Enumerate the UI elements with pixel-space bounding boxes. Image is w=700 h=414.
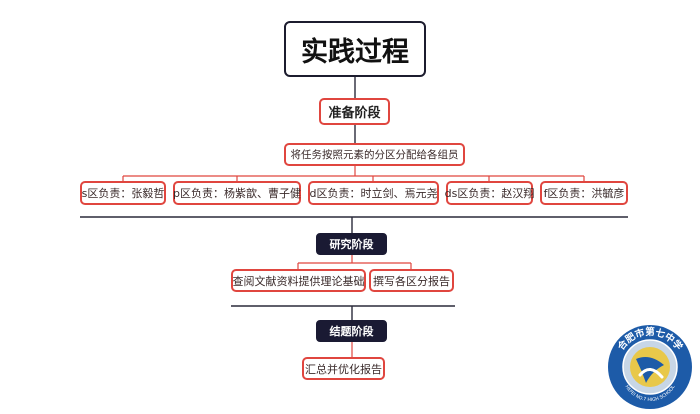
conclusion-task: 汇总并优化报告 — [302, 357, 385, 380]
research-task-literature: 查阅文献资料提供理论基础 — [231, 269, 366, 292]
team-node-s: s区负责：张毅哲 — [80, 181, 166, 205]
root-node: 实践过程 — [284, 21, 426, 77]
task-assignment-node: 将任务按照元素的分区分配给各组员 — [284, 143, 465, 166]
team-node-p: p区负责：杨紫歆、曹子健 — [173, 181, 301, 205]
team-node-d: d区负责：时立剑、焉元尧 — [308, 181, 439, 205]
stage-prepare: 准备阶段 — [319, 98, 390, 125]
team-node-f: f区负责：洪毓彦 — [540, 181, 628, 205]
team-node-ds: ds区负责：赵汉翔 — [445, 181, 534, 205]
school-emblem-logo: 合肥市第七中学 HEFEI NO.7 HIGH SCHOOL — [608, 325, 692, 409]
stage-research: 研究阶段 — [316, 233, 387, 255]
stage-conclusion: 结题阶段 — [316, 320, 387, 342]
research-task-reports: 撰写各区分报告 — [369, 269, 454, 292]
